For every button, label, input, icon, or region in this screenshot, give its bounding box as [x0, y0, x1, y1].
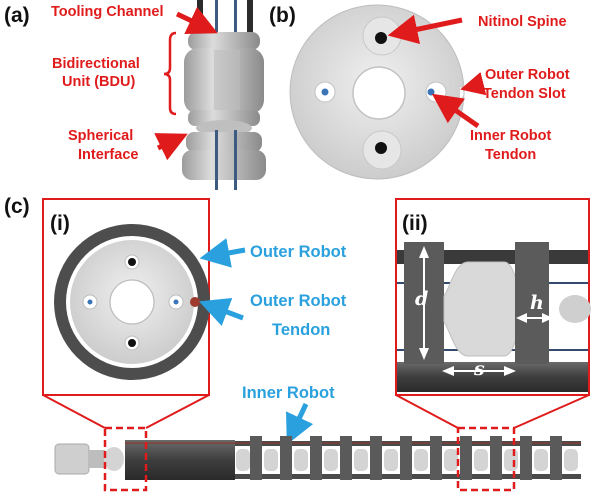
connector-i-right	[145, 394, 210, 429]
arrow-outer-tendon	[198, 297, 244, 326]
label-inner-tendon-line2: Tendon	[485, 147, 536, 163]
arrow-nitinol-spine	[387, 14, 463, 45]
label-outer-tendon-line1: Outer Robot	[250, 292, 347, 310]
label-inner-tendon-line1: Inner Robot	[470, 128, 552, 144]
panel-label-ii: (ii)	[402, 212, 428, 235]
connector-i-left	[42, 394, 106, 429]
label-bdu-line1: Bidirectional	[52, 56, 140, 72]
label-spherical-line2: Interface	[78, 147, 138, 163]
label-nitinol-spine: Nitinol Spine	[478, 14, 567, 30]
label-bdu-line2: Unit (BDU)	[62, 74, 135, 90]
connector-ii-right	[513, 394, 590, 429]
highlight-box-i	[103, 426, 148, 492]
panel-label-b: (b)	[269, 4, 296, 27]
panel-label-i: (i)	[50, 212, 70, 235]
bdu-rendering	[182, 0, 266, 190]
label-tooling-channel: Tooling Channel	[51, 4, 164, 20]
dim-label-h: h	[530, 292, 544, 314]
bdu-top-view	[289, 4, 465, 180]
arrow-outer-slot	[460, 71, 487, 96]
inset-i-cross-section	[54, 224, 210, 380]
label-outer-slot-line1: Outer Robot	[485, 67, 570, 83]
highlight-box-ii	[456, 426, 516, 492]
label-spherical-line1: Spherical	[68, 128, 133, 144]
dim-label-s: s	[473, 358, 485, 380]
panel-label-c: (c)	[4, 195, 30, 218]
arrow-inner-robot	[286, 402, 314, 445]
arrow-tooling-channel	[175, 6, 218, 34]
panel-label-a: (a)	[4, 4, 30, 27]
label-outer-tendon-line2: Tendon	[272, 321, 330, 339]
label-inner-robot: Inner Robot	[242, 384, 335, 402]
connector-ii-left	[395, 394, 459, 429]
arrow-inner-tendon	[431, 93, 480, 129]
bdu-bracket	[163, 31, 177, 116]
inset-ii-side-view	[397, 242, 591, 392]
arrow-outer-robot	[199, 238, 246, 268]
full-robot-side-view	[54, 436, 581, 480]
arrow-spherical-interface	[154, 133, 188, 161]
dim-label-d: d	[415, 288, 428, 310]
label-outer-robot: Outer Robot	[250, 243, 347, 261]
label-outer-slot-line2: Tendon Slot	[483, 86, 566, 102]
